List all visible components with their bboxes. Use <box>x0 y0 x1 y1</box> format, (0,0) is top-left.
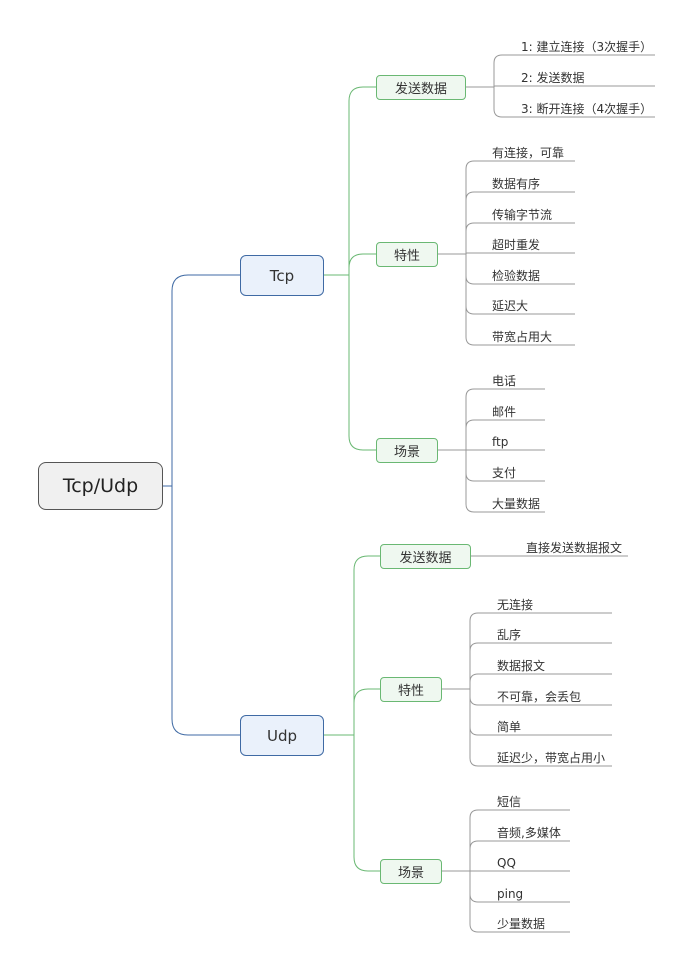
tcp-trait-item-6: 延迟大 <box>492 299 529 313</box>
udp-send-node[interactable]: 发送数据 <box>380 544 471 569</box>
tcp-scene-leaf-5-link <box>438 449 480 513</box>
tcp-scene-item-3: ftp <box>492 435 509 449</box>
tcp-send-node[interactable]: 发送数据 <box>376 75 466 100</box>
udp-trait-item-6: 延迟少，带宽占用小 <box>497 751 606 765</box>
tcp-trait-leaf-7-link <box>438 253 480 346</box>
udp-scene-item-4: ping <box>497 887 524 901</box>
link-tcp-scenes <box>324 274 376 451</box>
tcp-send-leaf-1-link <box>466 54 508 88</box>
tcp-traits-label: 特性 <box>393 249 420 264</box>
tcp-scene-leaf-1-link <box>438 388 480 451</box>
root-label: Tcp/Udp <box>62 475 139 497</box>
udp-scene-leaf-5-link <box>442 870 484 933</box>
tcp-send-item-3: 3: 断开连接（4次握手） <box>521 102 653 116</box>
tcp-traits-node[interactable]: 特性 <box>376 242 438 267</box>
tcp-trait-item-4: 超时重发 <box>492 238 541 252</box>
tcp-trait-item-2: 数据有序 <box>492 177 541 191</box>
tcp-trait-item-5: 检验数据 <box>492 269 541 283</box>
link-udp-traits <box>324 688 380 736</box>
udp-label: Udp <box>266 726 298 745</box>
udp-scene-leaf-2-link <box>442 840 484 872</box>
link-root-udp <box>163 485 240 736</box>
tcp-trait-leaf-5-link <box>438 253 480 285</box>
tcp-send-label: 发送数据 <box>394 82 447 97</box>
tcp-send-leaf-3-link <box>466 86 508 118</box>
root-node[interactable]: Tcp/Udp <box>38 462 163 510</box>
udp-send-label: 发送数据 <box>399 551 452 566</box>
link-udp-send <box>324 555 380 736</box>
tcp-label: Tcp <box>269 266 295 285</box>
udp-scenes-node[interactable]: 场景 <box>380 859 442 884</box>
tcp-send-item-1: 1: 建立连接（3次握手） <box>521 40 653 54</box>
tcp-trait-leaf-2-link <box>438 191 480 255</box>
tcp-trait-item-3: 传输字节流 <box>492 208 553 222</box>
udp-trait-item-5: 简单 <box>497 720 522 734</box>
udp-trait-leaf-3-link <box>442 673 484 690</box>
udp-node[interactable]: Udp <box>240 715 324 756</box>
tcp-scene-item-5: 大量数据 <box>492 497 541 511</box>
udp-scene-item-3: QQ <box>497 856 516 870</box>
link-tcp-send <box>324 86 376 276</box>
udp-trait-leaf-4-link <box>442 688 484 706</box>
link-tcp-traits <box>324 253 376 276</box>
udp-send-item-1: 直接发送数据报文 <box>526 541 623 555</box>
udp-trait-item-1: 无连接 <box>497 598 534 612</box>
tcp-scene-leaf-2-link <box>438 419 480 451</box>
link-root-tcp <box>163 274 240 487</box>
udp-traits-label: 特性 <box>397 684 424 699</box>
tcp-scene-item-4: 支付 <box>492 466 517 480</box>
udp-trait-item-2: 乱序 <box>497 628 522 642</box>
udp-scenes-label: 场景 <box>397 866 424 881</box>
tcp-trait-leaf-3-link <box>438 222 480 255</box>
udp-trait-item-4: 不可靠，会丢包 <box>497 690 582 704</box>
udp-scene-leaf-4-link <box>442 870 484 903</box>
tcp-trait-leaf-1-link <box>438 160 480 255</box>
udp-trait-leaf-2-link <box>442 642 484 690</box>
tcp-node[interactable]: Tcp <box>240 255 324 296</box>
tcp-scenes-node[interactable]: 场景 <box>376 438 438 463</box>
udp-trait-leaf-6-link <box>442 688 484 767</box>
udp-scene-item-2: 音频,多媒体 <box>497 826 561 840</box>
link-udp-scenes <box>324 734 380 872</box>
tcp-trait-item-7: 带宽占用大 <box>492 330 553 344</box>
udp-trait-leaf-1-link <box>442 612 484 690</box>
udp-traits-node[interactable]: 特性 <box>380 677 442 702</box>
tcp-trait-item-1: 有连接，可靠 <box>492 146 565 160</box>
tcp-scene-leaf-4-link <box>438 449 480 482</box>
tcp-scene-item-2: 邮件 <box>492 405 517 419</box>
udp-scene-item-1: 短信 <box>497 795 522 809</box>
udp-trait-item-3: 数据报文 <box>497 659 546 673</box>
tcp-scenes-label: 场景 <box>393 445 420 460</box>
tcp-scene-item-1: 电话 <box>492 374 517 388</box>
udp-scene-leaf-1-link <box>442 809 484 872</box>
udp-scene-item-5: 少量数据 <box>497 917 546 931</box>
udp-trait-leaf-5-link <box>442 688 484 736</box>
tcp-send-item-2: 2: 发送数据 <box>521 71 585 85</box>
